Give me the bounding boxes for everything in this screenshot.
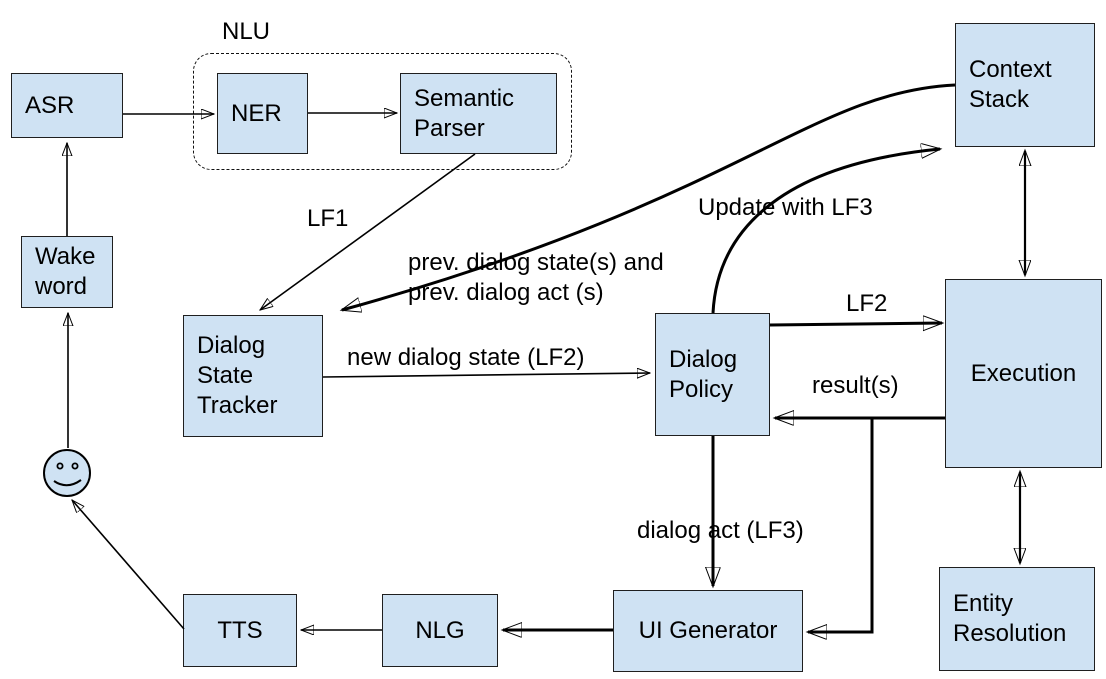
ner-node: NER xyxy=(217,73,308,154)
nlg-node: NLG xyxy=(382,594,498,667)
nlu-group-label: NLU xyxy=(222,18,271,45)
new-dialog-state-label: new dialog state (LF2) xyxy=(347,344,585,371)
entity-resolution-node: Entity Resolution xyxy=(939,567,1095,671)
results-label: result(s) xyxy=(812,372,899,399)
lf1-label: LF1 xyxy=(307,205,349,232)
dialog-policy-node: Dialog Policy xyxy=(655,313,770,436)
smiley-left-eye xyxy=(56,462,64,470)
edge-results-branch-to-ui-generator xyxy=(808,418,874,632)
tts-node: TTS xyxy=(183,594,297,667)
smiley-right-eye xyxy=(71,462,79,470)
lf2-label: LF2 xyxy=(846,290,888,317)
semantic-parser-node: Semantic Parser xyxy=(400,73,557,154)
dialog-state-tracker-node: Dialog State Tracker xyxy=(183,315,323,437)
execution-node: Execution xyxy=(945,279,1102,468)
context-stack-node: Context Stack xyxy=(955,23,1095,147)
wake-word-node: Wake word xyxy=(21,236,113,308)
update-with-lf3-label: Update with LF3 xyxy=(698,194,873,221)
edge-update-lf3-dialog-policy-to-context-stack xyxy=(711,149,940,314)
smiley-head xyxy=(43,449,91,497)
prev-dialog-label: prev. dialog state(s) and prev. dialog a… xyxy=(408,249,664,306)
smiley-mouth xyxy=(53,479,82,487)
edge-tts-to-user xyxy=(72,500,185,630)
edge-new-dialog-state-dst-to-dialog-policy xyxy=(322,373,650,377)
edge-lf2-dialog-policy-to-execution xyxy=(769,323,942,325)
dialog-act-label: dialog act (LF3) xyxy=(637,517,804,544)
asr-node: ASR xyxy=(11,73,123,138)
ui-generator-node: UI Generator xyxy=(613,590,803,672)
